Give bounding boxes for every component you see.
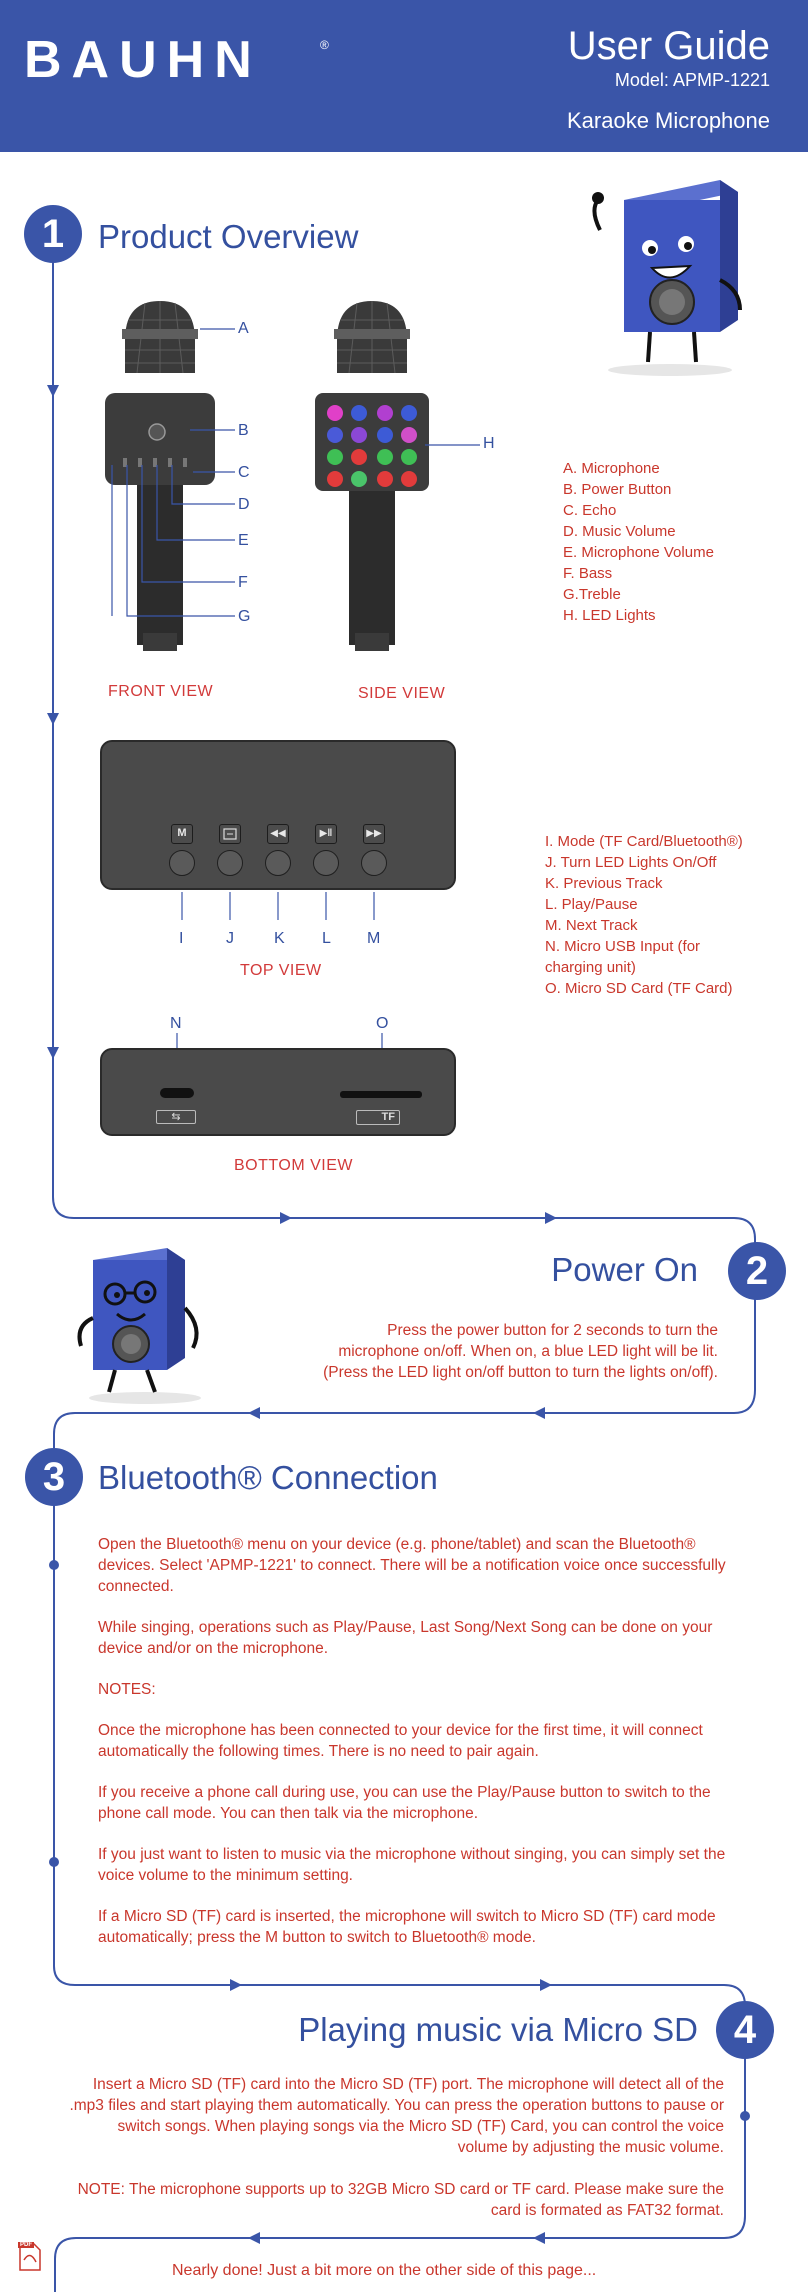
footer-continue-note: Nearly done! Just a bit more on the othe… xyxy=(172,2262,597,2279)
next-button xyxy=(361,850,387,876)
top-label-i: I xyxy=(179,930,184,947)
microphone-side-view-drawing xyxy=(315,301,429,651)
bottom-label-o: O xyxy=(376,1015,389,1032)
guide-title: User Guide xyxy=(567,24,770,68)
micro-sd-instructions: Insert a Micro SD (TF) card into the Mic… xyxy=(68,2074,724,2221)
micro-usb-port xyxy=(160,1088,194,1098)
section-1-number: 1 xyxy=(24,205,82,263)
power-on-line: Press the power button for 2 seconds to … xyxy=(387,1322,718,1339)
bluetooth-paragraph: If you receive a phone call during use, … xyxy=(98,1784,711,1822)
legend-item: F. Bass xyxy=(563,565,613,582)
section-3-number: 3 xyxy=(25,1448,83,1506)
front-view-caption: FRONT VIEW xyxy=(108,683,214,700)
bluetooth-paragraph: Open the Bluetooth® menu on your device … xyxy=(98,1536,726,1595)
bottom-label-n: N xyxy=(170,1015,182,1032)
pdf-file-icon: PDF xyxy=(18,2242,42,2272)
legend-item: D. Music Volume xyxy=(563,523,676,540)
top-label-m: M xyxy=(367,930,381,947)
model-number: Model: APMP-1221 xyxy=(614,70,770,90)
front-label-d: D xyxy=(238,496,250,513)
usb-symbol-icon: ⇆ xyxy=(156,1110,196,1124)
legend-item: B. Power Button xyxy=(563,481,672,498)
legend-item: E. Microphone Volume xyxy=(563,544,714,561)
power-on-line: microphone on/off. When on, a blue LED l… xyxy=(338,1343,718,1360)
power-on-line: (Press the LED light on/off button to tu… xyxy=(323,1364,718,1381)
legend-item: L. Play/Pause xyxy=(545,896,638,913)
front-view-callout-lines xyxy=(111,328,235,617)
legend-item: G.Treble xyxy=(563,586,621,603)
front-label-g: G xyxy=(238,608,251,625)
bluetooth-paragraph: If you just want to listen to music via … xyxy=(98,1846,726,1884)
front-label-a: A xyxy=(238,320,249,337)
brand-logo: BAUHN xyxy=(24,31,262,89)
section-4-title: Playing music via Micro SD xyxy=(298,2011,698,2048)
section-4-number: 4 xyxy=(716,2001,774,2059)
bluetooth-instructions: Open the Bluetooth® menu on your device … xyxy=(98,1534,738,1968)
next-track-icon: ▶▶ xyxy=(363,824,385,844)
front-label-e: E xyxy=(238,532,249,549)
product-name: Karaoke Microphone xyxy=(566,108,770,133)
tf-card-symbol-icon: TF xyxy=(356,1110,400,1125)
previous-button xyxy=(265,850,291,876)
section-2-title: Power On xyxy=(551,1251,698,1288)
front-label-f: F xyxy=(238,574,248,591)
power-on-instructions: Press the power button for 2 seconds to … xyxy=(323,1320,718,1383)
brand-registered-mark: ® xyxy=(320,38,329,52)
speaker-mascot-glasses xyxy=(77,1248,201,1404)
legend-item: C. Echo xyxy=(563,502,617,519)
top-label-l: L xyxy=(322,930,331,947)
legend-item: A. Microphone xyxy=(563,460,660,477)
legend-item: J. Turn LED Lights On/Off xyxy=(545,854,717,871)
side-label-h: H xyxy=(483,435,495,452)
side-view-caption: SIDE VIEW xyxy=(358,685,446,702)
micro-sd-slot xyxy=(340,1091,422,1098)
legend-item: charging unit) xyxy=(545,959,636,976)
micro-sd-paragraph: Insert a Micro SD (TF) card into the Mic… xyxy=(69,2076,724,2156)
pdf-badge: PDF xyxy=(18,2242,34,2248)
micro-sd-note: NOTE: The microphone supports up to 32GB… xyxy=(77,2181,724,2219)
front-label-c: C xyxy=(238,464,250,481)
microphone-front-view-drawing xyxy=(105,301,215,651)
play-pause-button xyxy=(313,850,339,876)
bottom-view-caption: BOTTOM VIEW xyxy=(234,1157,353,1174)
bluetooth-paragraph: If a Micro SD (TF) card is inserted, the… xyxy=(98,1908,716,1946)
led-button xyxy=(217,850,243,876)
legend-item: O. Micro SD Card (TF Card) xyxy=(545,980,733,997)
led-toggle-icon xyxy=(219,824,241,844)
header-banner: BAUHN ® User Guide Model: APMP-1221 Kara… xyxy=(0,0,808,152)
section-2-number: 2 xyxy=(728,1242,786,1300)
bluetooth-paragraph: While singing, operations such as Play/P… xyxy=(98,1619,713,1657)
front-label-b: B xyxy=(238,422,249,439)
side-view-callout-line xyxy=(425,444,480,446)
top-view-caption: TOP VIEW xyxy=(240,962,322,979)
legend-item: K. Previous Track xyxy=(545,875,663,892)
speaker-mascot-waving xyxy=(592,180,742,376)
section-3-title: Bluetooth® Connection xyxy=(98,1459,438,1496)
section-1-title: Product Overview xyxy=(98,218,359,255)
play-pause-icon: ▶‖ xyxy=(315,824,337,844)
mode-m-icon: M xyxy=(171,824,193,844)
legend-item: N. Micro USB Input (for xyxy=(545,938,701,955)
bluetooth-notes-heading: NOTES: xyxy=(98,1681,156,1698)
legend-item: I. Mode (TF Card/Bluetooth®) xyxy=(545,833,743,850)
bluetooth-paragraph: Once the microphone has been connected t… xyxy=(98,1722,703,1760)
component-legend-i-o: I. Mode (TF Card/Bluetooth®) J. Turn LED… xyxy=(545,831,743,999)
top-label-k: K xyxy=(274,930,285,947)
mode-button xyxy=(169,850,195,876)
top-label-j: J xyxy=(226,930,234,947)
top-view-callout-lines xyxy=(181,892,375,920)
previous-track-icon: ◀◀ xyxy=(267,824,289,844)
legend-item: M. Next Track xyxy=(545,917,638,934)
component-legend-a-h: A. Microphone B. Power Button C. Echo D.… xyxy=(563,458,714,626)
legend-item: H. LED Lights xyxy=(563,607,656,624)
